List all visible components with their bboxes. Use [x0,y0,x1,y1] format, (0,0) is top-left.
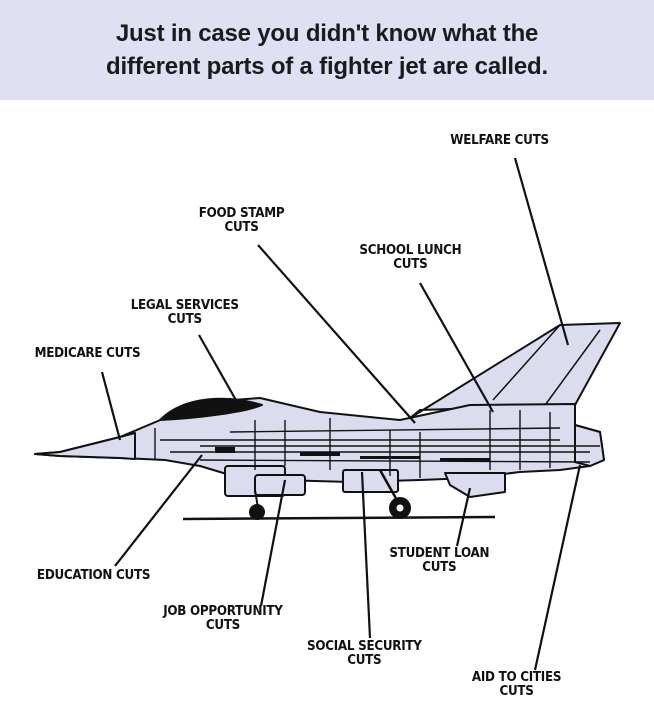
label-text: CUTS [347,653,382,668]
jet-illustration [34,157,621,671]
leader-medicare [100,371,122,441]
label-welfare-cuts: WELFARE CUTS [450,134,549,148]
label-text: CUTS [224,220,259,235]
label-education-cuts: EDUCATION CUTS [36,568,151,583]
tail-fin [409,322,621,419]
label-text: STUDENT LOAN [389,546,490,561]
label-school-lunch-cuts: SCHOOL LUNCH CUTS [359,244,461,272]
leader-aid-to-cities [533,464,582,671]
leader-student-loan [455,487,472,547]
label-job-opportunity-cuts: JOB OPPORTUNITY CUTS [163,604,283,633]
ventral-pod [444,472,506,498]
label-text: SCHOOL LUNCH [359,243,462,258]
label-text: SOCIAL SECURITY [306,639,422,654]
leader-food-stamp [257,244,416,424]
label-medicare-cuts: MEDICARE CUTS [35,347,141,361]
label-text: AID TO CITIES [471,670,562,685]
label-text: CUTS [499,684,534,699]
caption-text: Just in case you didn't know what the di… [47,17,607,83]
label-text: JOB OPPORTUNITY [163,604,283,619]
label-text: CUTS [422,560,457,575]
ground-line [182,515,496,521]
label-text: WELFARE CUTS [450,133,549,148]
label-text: EDUCATION CUTS [36,568,151,583]
label-text: FOOD STAMP [198,206,285,221]
leader-job-opportunity [259,479,287,607]
leader-lines [100,157,582,671]
label-legal-services-cuts: LEGAL SERVICES CUTS [131,299,239,327]
belly-pod [254,474,306,496]
label-text: LEGAL SERVICES [130,298,239,313]
label-food-stamp-cuts: FOOD STAMP CUTS [199,207,285,235]
leader-school-lunch [419,282,494,413]
label-text: CUTS [167,312,202,327]
label-student-loan-cuts: STUDENT LOAN CUTS [389,547,489,575]
label-text: CUTS [393,257,428,272]
leader-social-security [360,471,372,639]
fighter-jet-diagram: WELFARE CUTS FOOD STAMP CUTS SCHOOL LUNC… [0,100,654,724]
label-text: CUTS [205,618,240,633]
leader-legal-services [198,334,238,403]
label-text: MEDICARE CUTS [34,346,141,361]
caption-bar: Just in case you didn't know what the di… [0,0,654,100]
caption-line-1: Just in case you didn't know what the [115,20,539,47]
canopy [159,397,263,421]
caption-line-2: different parts of a fighter jet are cal… [106,53,548,80]
nose-wheel [249,504,265,520]
label-social-security-cuts: SOCIAL SECURITY CUTS [307,640,422,668]
leader-education [114,454,203,567]
leader-welfare [513,157,570,346]
label-aid-to-cities-cuts: AID TO CITIES CUTS [471,670,562,699]
